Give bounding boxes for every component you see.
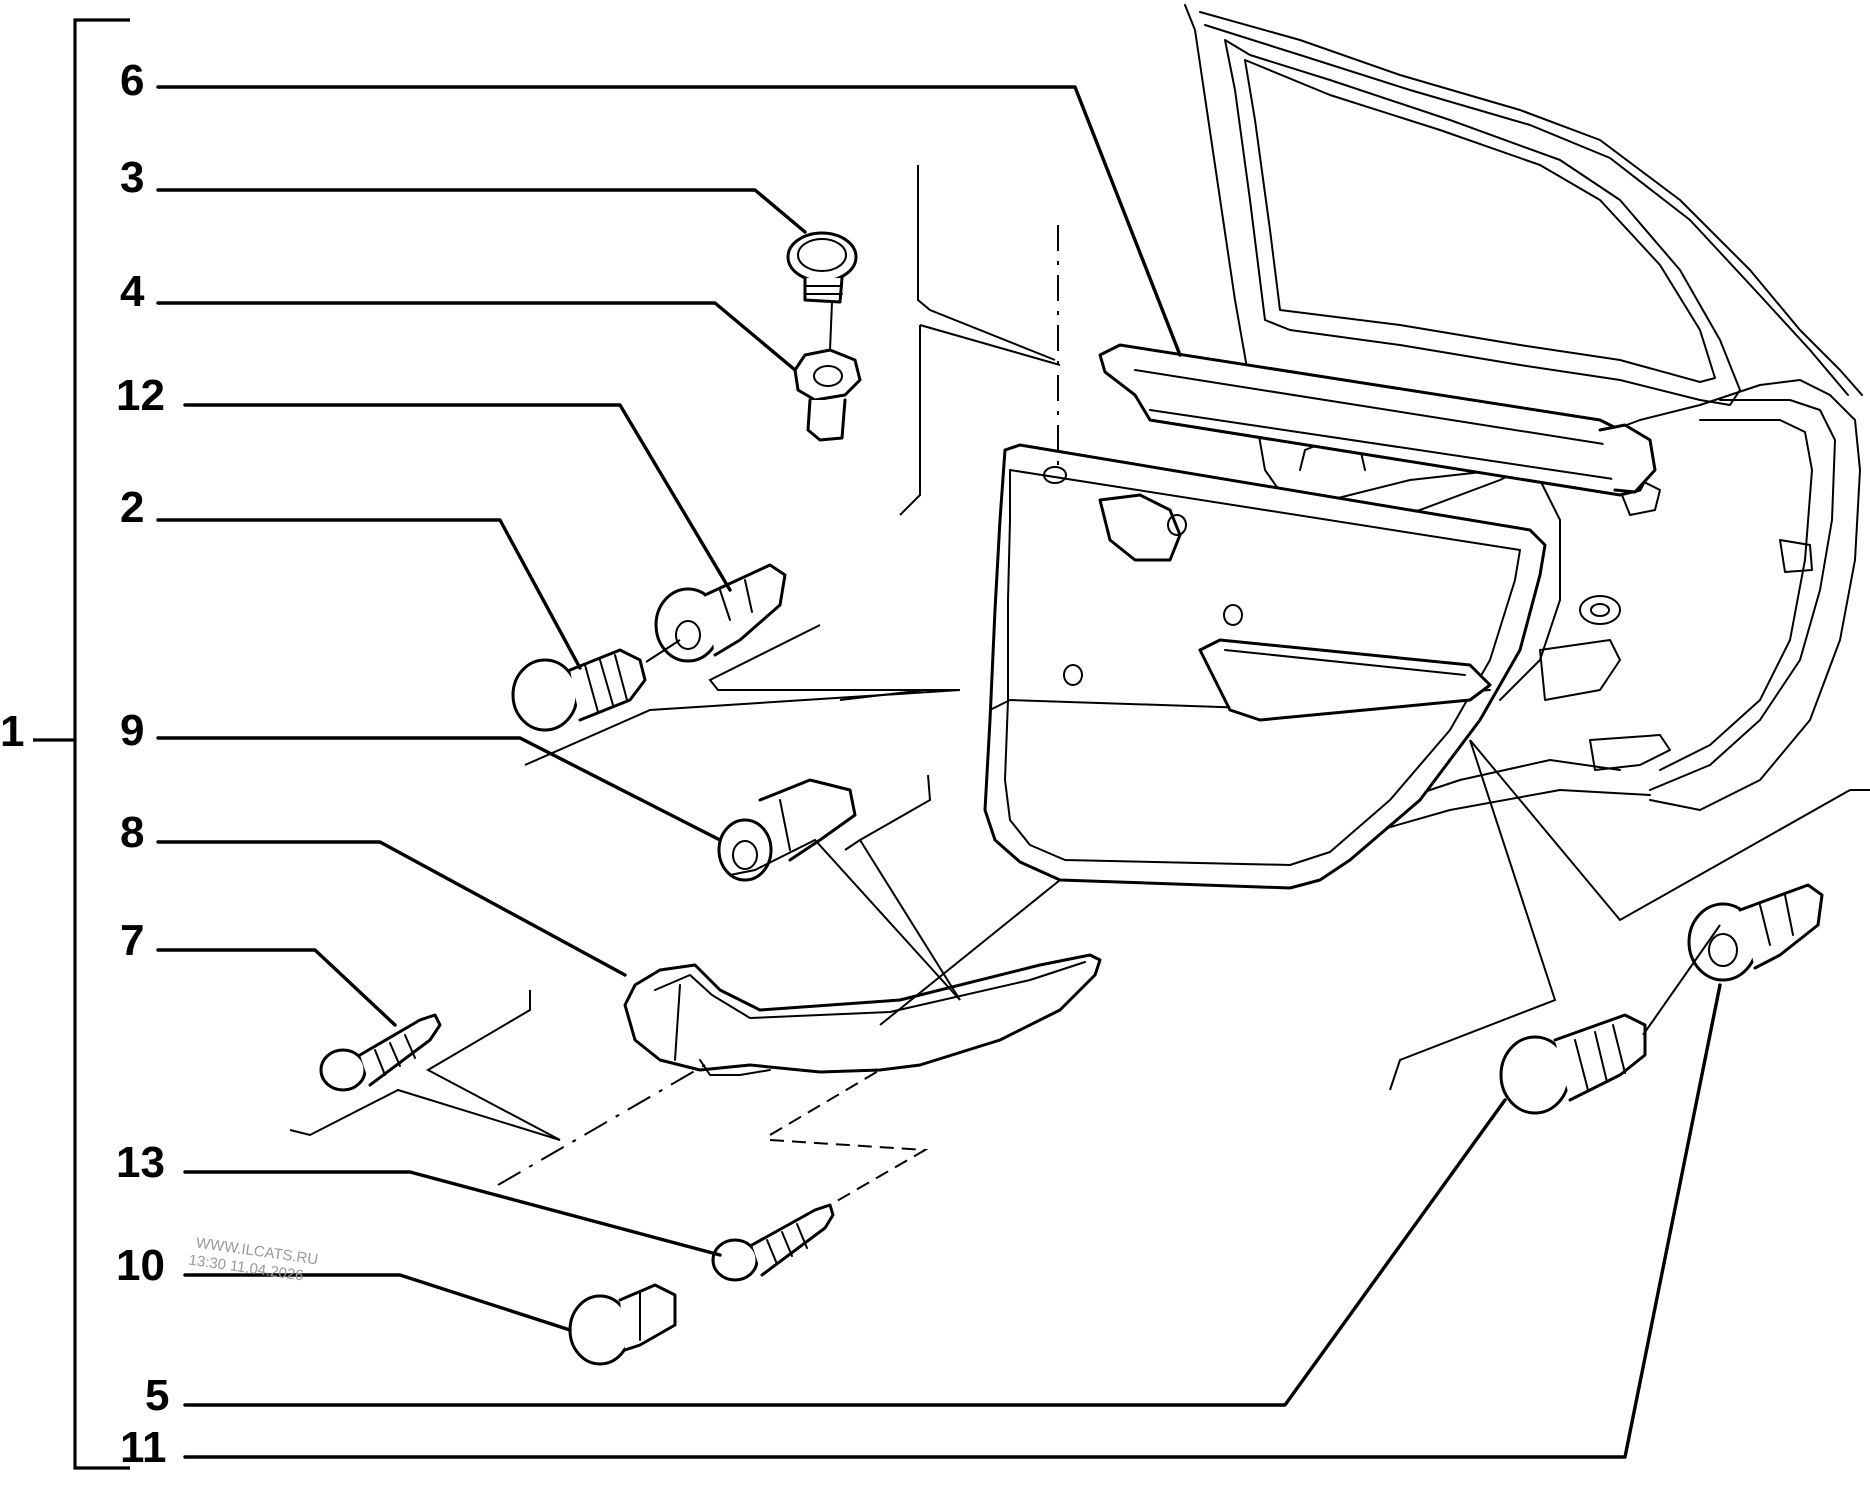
window-seal-strip (1098, 343, 1657, 497)
callout-8: 8 (120, 808, 144, 857)
door-trim-panel (983, 443, 1547, 890)
callout-4: 4 (120, 267, 145, 316)
leader-13 (183, 1170, 722, 1257)
leader-5 (183, 1098, 1507, 1407)
callout-10: 10 (116, 1241, 165, 1290)
plug-10 (568, 1283, 677, 1366)
leader-7 (156, 948, 397, 1027)
leader-12 (183, 403, 732, 592)
callout-9: 9 (120, 706, 144, 755)
callout-5: 5 (145, 1371, 169, 1420)
armrest-handle (623, 953, 1102, 1076)
panel-clip (717, 778, 857, 882)
screw-fastener (511, 648, 647, 732)
assembly-reference-lines (289, 165, 1870, 1206)
watermark: WWW.ILCATS.RU 13:30 11.04.2026 (188, 1234, 320, 1284)
leader-10 (183, 1273, 572, 1332)
leader-3 (156, 188, 807, 234)
push-clip-upper (654, 563, 787, 663)
callout-6: 6 (120, 56, 144, 105)
callout-2: 2 (120, 483, 144, 532)
callout-numbers: 1 6 3 4 12 2 9 8 7 13 10 5 11 (0, 56, 169, 1472)
callout-7: 7 (120, 916, 144, 965)
screw-7 (319, 1013, 442, 1092)
screw-13 (711, 1203, 835, 1282)
callout-leaders (156, 85, 1722, 1459)
callout-12: 12 (116, 371, 165, 420)
callout-13: 13 (116, 1138, 165, 1187)
assembly-bracket (33, 18, 130, 1470)
leader-9 (156, 736, 722, 842)
callout-11: 11 (120, 1423, 167, 1472)
leader-8 (156, 840, 627, 977)
plug-cap (786, 231, 858, 304)
callout-1: 1 (0, 707, 24, 756)
leader-6 (156, 85, 1182, 357)
leader-11 (183, 983, 1722, 1459)
grommet (793, 348, 862, 442)
leader-2 (156, 518, 582, 670)
push-clip-11 (1687, 883, 1824, 982)
leader-4 (156, 301, 797, 372)
fastener-5 (1499, 1013, 1647, 1115)
callout-3: 3 (120, 153, 144, 202)
